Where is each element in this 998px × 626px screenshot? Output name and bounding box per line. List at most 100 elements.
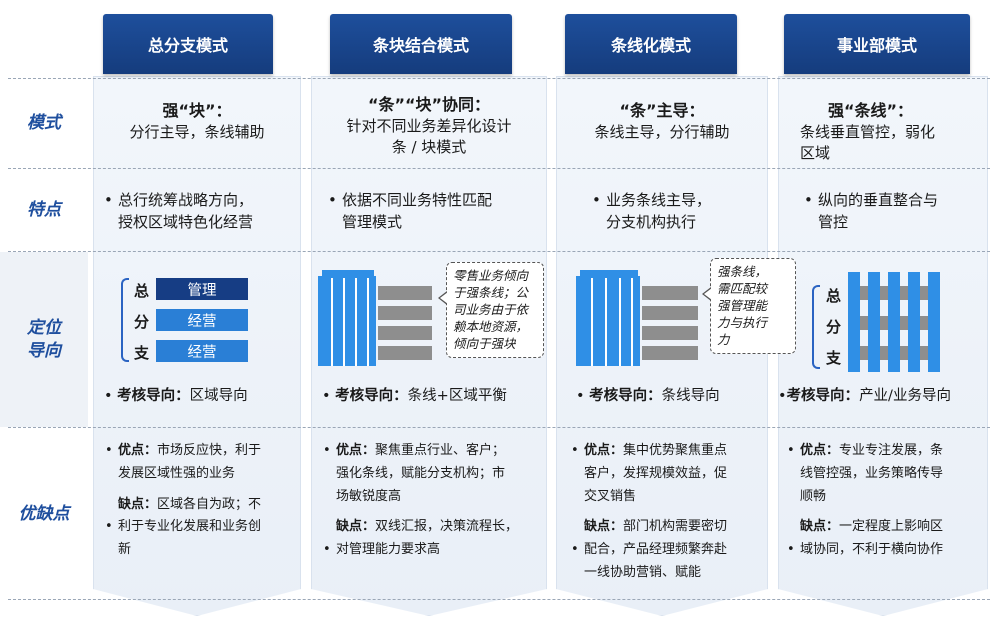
division-brace <box>812 285 820 369</box>
row-label-positioning-line1: 定位 <box>27 317 61 338</box>
feature-division: • 纵向的垂直整合与 管控 <box>804 190 978 234</box>
mode-division-title: 强“条线”： <box>828 101 914 120</box>
callout-line-line1: 强条线， <box>717 264 768 279</box>
mode-division-desc: 条线垂直管控，弱化 <box>800 123 936 142</box>
row-label-feature: 特点 <box>27 199 61 220</box>
callout-line-line3: 强管理能 <box>717 297 768 313</box>
con-line-line3: 一线协助营销、赋能 <box>584 564 702 580</box>
callout-matrix-line3: 司业务由于依 <box>453 301 529 317</box>
pro-line-line2: 客户，发挥规模效益，促 <box>584 465 728 481</box>
division-letter-head: 总 <box>826 287 842 305</box>
divider-3 <box>8 427 990 428</box>
row-label-proscons: 优缺点 <box>18 503 70 524</box>
con-line-label: 缺点： <box>584 519 624 535</box>
level-letter-sub: 支 <box>134 344 150 362</box>
feature-line-line1: 业务条线主导， <box>606 191 712 209</box>
division-letter-branch: 分 <box>826 318 842 336</box>
assess-division-value: 产业/业务导向 <box>859 388 951 404</box>
divider-2 <box>8 251 990 252</box>
con-matrix-line1: 双线汇报，决策流程长， <box>375 519 519 535</box>
divider-1 <box>8 168 990 169</box>
con-line-line2: 配合，产品经理频繁奔赴 <box>584 542 728 557</box>
con-division-label: 缺点： <box>800 519 840 535</box>
callout-line-tail-inner <box>704 288 712 300</box>
assess-matrix-bullet: • <box>322 388 336 404</box>
feature-branch-line1: 总行统筹战略方向， <box>118 191 254 209</box>
assess-division-label: 考核导向： <box>786 388 860 404</box>
feature-division-line2: 管控 <box>818 212 849 231</box>
matrix-blocks-graphic <box>318 270 432 366</box>
header-line-mode: 条线化模式 <box>565 14 737 74</box>
feature-branch: • 总行统筹战略方向， 授权区域特色化经营 <box>104 190 298 234</box>
assess-branch: • 考核导向：区域导向 <box>104 384 248 405</box>
row-label-positioning-line2: 导向 <box>27 340 61 361</box>
pro-branch-line1: 市场反应快，利于 <box>157 443 262 458</box>
mode-branch-desc: 分行主导，条线辅助 <box>129 123 265 142</box>
callout-matrix-line2: 于强条线；公 <box>453 284 529 300</box>
con-matrix-line2: 对管理能力要求高 <box>336 542 441 557</box>
proscons-branch: • 优点：市场反应快，利于 发展区域性强的业务 • 缺点：区域各自为政；不 利于… <box>105 440 298 562</box>
pro-matrix-bullet: • <box>323 443 331 458</box>
feature-matrix-line2: 管理模式 <box>342 212 403 231</box>
mode-matrix: “条”“块”协同： 针对不同业务差异化设计 条 / 块模式 <box>313 94 545 158</box>
pro-division-line1: 专业专注发展，条 <box>839 443 944 458</box>
feature-branch-line2: 授权区域特色化经营 <box>118 212 254 231</box>
mode-line: “条”主导： 条线主导，分行辅助 <box>560 100 764 143</box>
assess-line-value: 条线导向 <box>661 388 720 404</box>
mode-matrix-title: “条”“块”协同： <box>367 95 491 114</box>
proscons-line: • 优点：集中优势聚焦重点 客户，发挥规模效益，促 交叉销售 • 缺点：部门机构… <box>571 440 766 585</box>
level-bar-operation-1: 经营 <box>156 309 248 331</box>
con-branch-line2: 利于专业化发展和业务创 <box>118 519 262 535</box>
callout-matrix: 零售业务倾向 于强条线；公 司业务由于依 赖本地资源， 倾向于强块 <box>438 262 544 359</box>
callout-matrix-line5: 倾向于强块 <box>453 335 516 351</box>
callout-matrix-line1: 零售业务倾向 <box>453 268 529 283</box>
feature-matrix-line1: 依据不同业务特性匹配 <box>342 191 493 209</box>
level-letter-branch: 分 <box>134 313 150 331</box>
pro-branch-label: 优点： <box>118 443 158 458</box>
pro-division-label: 优点： <box>800 443 840 458</box>
assess-line-bullet: • <box>576 388 590 404</box>
con-branch-line3: 新 <box>118 542 132 557</box>
mode-matrix-desc: 针对不同业务差异化设计 <box>346 117 512 136</box>
pro-line-label: 优点： <box>584 443 624 458</box>
header-branch-mode: 总分支模式 <box>103 14 273 74</box>
con-division-line2: 域协同，不利于横向协作 <box>800 542 944 557</box>
level-brace <box>121 278 129 362</box>
pro-matrix-line2: 强化条线，赋能分支机构；市 <box>336 465 506 481</box>
pro-division-line2: 线管控强，业务策略传导 <box>800 465 944 481</box>
assess-branch-value: 区域导向 <box>189 388 248 404</box>
con-line-bullet: • <box>571 542 579 557</box>
feature-division-line1: 纵向的垂直整合与 <box>818 191 939 209</box>
mode-matrix-desc2: 条 / 块模式 <box>391 138 467 157</box>
con-matrix-bullet: • <box>323 542 331 557</box>
pro-line-line3: 交叉销售 <box>584 488 637 504</box>
division-letter-sub: 支 <box>826 349 842 367</box>
divider-top <box>8 78 990 79</box>
level-bar-management: 管理 <box>156 278 248 300</box>
assess-line-label: 考核导向： <box>589 388 662 404</box>
pro-matrix-label: 优点： <box>336 443 376 458</box>
callout-matrix-line4: 赖本地资源， <box>453 318 529 334</box>
proscons-division: • 优点：专业专注发展，条 线管控强，业务策略传导 顺畅 • 缺点：一定程度上影… <box>787 440 980 562</box>
assess-matrix-value: 条线+区域平衡 <box>407 388 507 404</box>
assess-branch-bullet: • <box>104 388 118 404</box>
header-matrix-mode: 条块结合模式 <box>330 14 512 74</box>
con-line-line1: 部门机构需要密切 <box>623 519 728 535</box>
row-label-mode: 模式 <box>27 112 61 133</box>
pro-branch-bullet: • <box>105 443 113 458</box>
pro-branch-line2: 发展区域性强的业务 <box>118 465 236 481</box>
divider-bottom <box>8 599 990 600</box>
feature-matrix: • 依据不同业务特性匹配 管理模式 <box>328 190 542 234</box>
level-bar-operation-2: 经营 <box>156 340 248 362</box>
row-label-positioning: 定位 导向 <box>0 252 88 427</box>
con-branch-bullet: • <box>105 519 113 534</box>
positioning-label-bg <box>0 252 88 427</box>
feature-line-line2: 分支机构执行 <box>606 212 697 231</box>
mode-division: 强“条线”： 条线垂直管控，弱化 区域 <box>800 100 970 164</box>
pro-division-line3: 顺畅 <box>800 488 827 504</box>
division-vertical-bars <box>848 272 940 372</box>
con-division-bullet: • <box>787 542 795 557</box>
callout-line-line5: 力 <box>717 331 730 347</box>
con-matrix-label: 缺点： <box>336 519 376 535</box>
assess-branch-label: 考核导向： <box>117 388 190 404</box>
